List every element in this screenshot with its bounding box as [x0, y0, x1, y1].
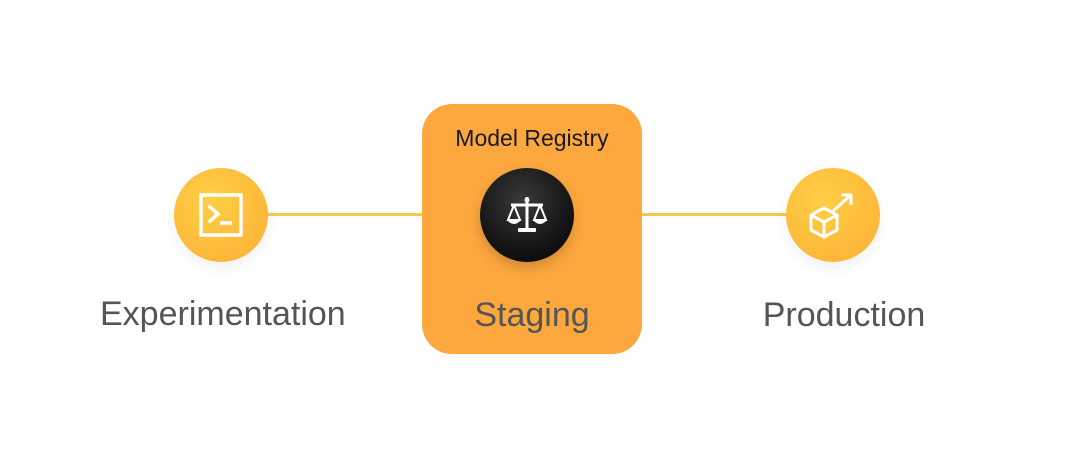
- registry-title: Model Registry: [455, 125, 609, 151]
- staging-stage-circle[interactable]: [480, 168, 574, 262]
- scale-icon: [503, 191, 551, 239]
- experimentation-stage-circle[interactable]: [174, 168, 268, 262]
- production-stage-circle[interactable]: [786, 168, 880, 262]
- connector-line-left: [265, 213, 483, 216]
- terminal-icon: [197, 191, 245, 239]
- production-label: Production: [762, 296, 926, 334]
- cube-arrow-icon: [807, 189, 859, 241]
- experimentation-label: Experimentation: [100, 295, 346, 333]
- staging-label: Staging: [474, 296, 590, 334]
- connector-line-right: [572, 213, 790, 216]
